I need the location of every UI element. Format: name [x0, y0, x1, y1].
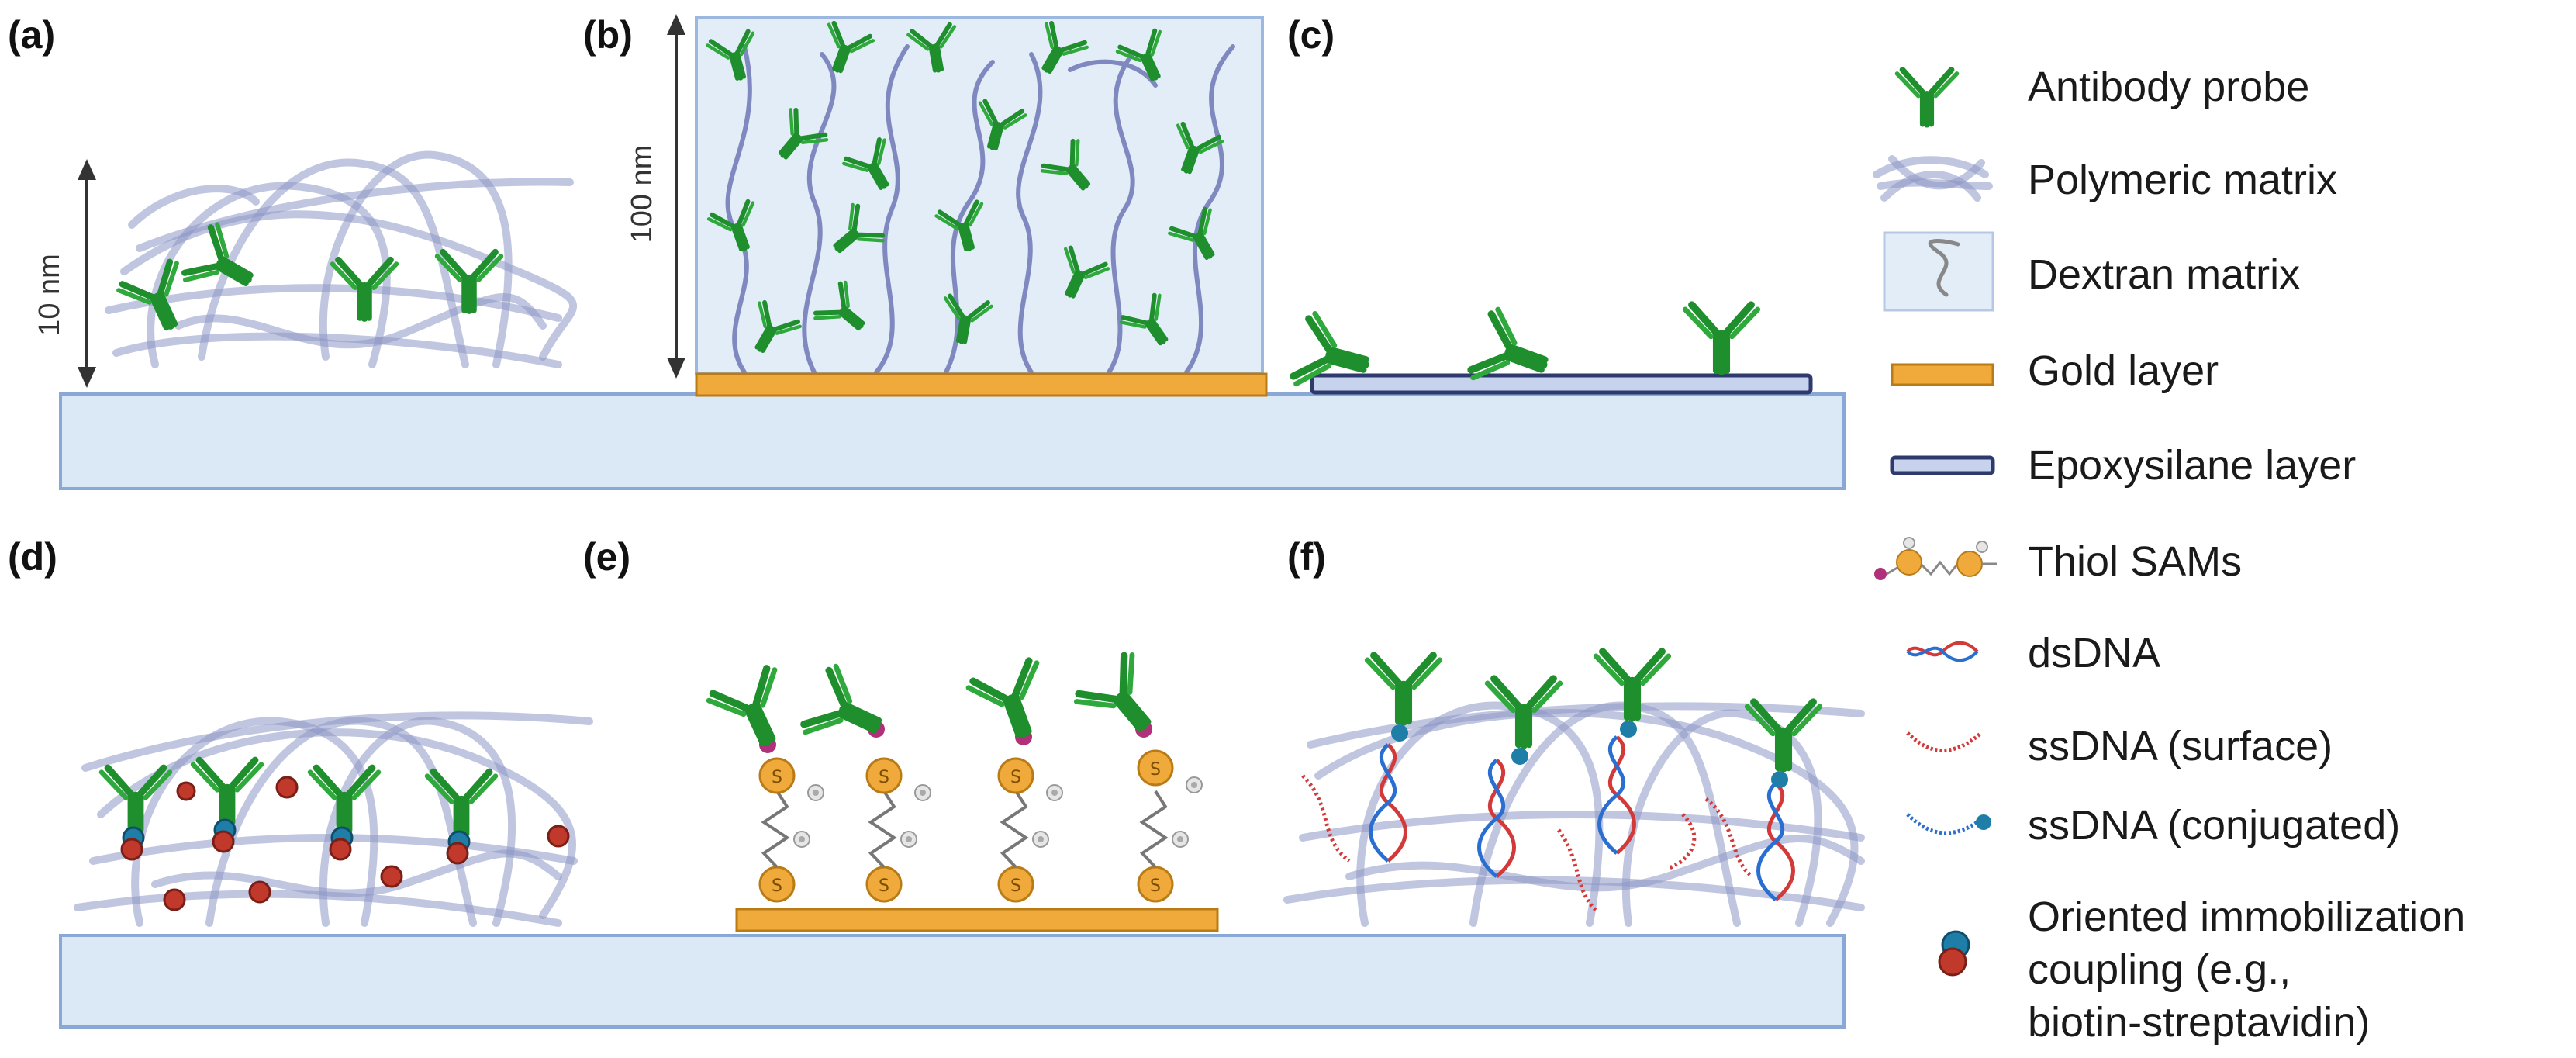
dextran-box — [695, 16, 1264, 375]
legend-label-coupling-2: coupling (e.g., — [2028, 946, 2291, 993]
thiol-icon — [1874, 537, 1997, 580]
antibody-d-4 — [427, 772, 496, 834]
ssdna-surface-icon — [1906, 731, 1983, 752]
panel-label-b: (b) — [583, 13, 633, 57]
thiol-chain-4 — [1074, 652, 1203, 903]
top-substrate — [59, 392, 1846, 490]
thiol-chain-1 — [707, 666, 824, 903]
legend-label-epoxysilane: Epoxysilane layer — [2028, 442, 2356, 489]
panel-label-e: (e) — [583, 535, 630, 579]
legend-label-antibody: Antibody probe — [2028, 64, 2309, 110]
dextran-icon — [1883, 231, 1994, 312]
thiol-chain-2 — [801, 665, 931, 903]
dimension-label-a: 10 nm — [33, 254, 66, 336]
dimension-label-b: 100 nm — [626, 145, 658, 244]
epoxysilane-layer-c — [1310, 373, 1813, 395]
dextran-chains — [725, 44, 1235, 375]
panel-b-content: 100 nm — [626, 14, 1268, 397]
gold-layer-icon — [1891, 363, 1994, 386]
coupling-icon — [1938, 930, 1970, 977]
thiol-chain-3 — [967, 659, 1063, 903]
ssdna-conjugated-icon — [1906, 813, 1991, 835]
legend-label-dextran: Dextran matrix — [2028, 251, 2300, 298]
polymer-matrix-a — [105, 150, 578, 368]
ssdna-surface-f — [1301, 774, 1754, 913]
legend-label-dsdna: dsDNA — [2028, 630, 2160, 676]
panel-label-f: (f) — [1287, 535, 1326, 579]
legend-label-ssdna-surface: ssDNA (surface) — [2028, 723, 2333, 769]
antibody-c-3 — [1685, 305, 1758, 371]
panel-label-d: (d) — [8, 535, 57, 579]
polymer-matrix-d — [74, 711, 593, 927]
panel-label-c: (c) — [1287, 13, 1335, 57]
panel-c-content — [1292, 305, 1813, 399]
panel-a-content: 10 nm — [33, 150, 578, 388]
legend-label-thiol: Thiol SAMs — [2028, 538, 2242, 585]
legend-label-coupling-3: biotin-streptavidin) — [2028, 999, 2370, 1046]
panel-e-content — [707, 652, 1219, 932]
legend: Antibody probe Polymeric matrix Dextran … — [1873, 64, 2465, 1046]
gold-layer-b — [695, 372, 1268, 397]
panel-f-content — [1283, 652, 1865, 927]
dsdna-f — [1369, 735, 1795, 901]
antibody-icon — [1897, 70, 1957, 124]
legend-label-ssdna-conjugated: ssDNA (conjugated) — [2028, 802, 2400, 849]
legend-label-coupling-1: Oriented immobilization — [2028, 894, 2465, 940]
legend-label-gold: Gold layer — [2028, 347, 2219, 394]
panel-label-a: (a) — [8, 13, 55, 57]
epoxysilane-icon — [1890, 455, 1995, 475]
dsdna-icon — [1906, 641, 1979, 662]
legend-label-polymer: Polymeric matrix — [2028, 157, 2337, 203]
antibody-f-1 — [1367, 655, 1440, 721]
polymer-icon — [1873, 155, 1993, 202]
gold-layer-e — [735, 908, 1219, 932]
panel-d-content — [74, 711, 593, 927]
bottom-substrate — [59, 934, 1846, 1029]
